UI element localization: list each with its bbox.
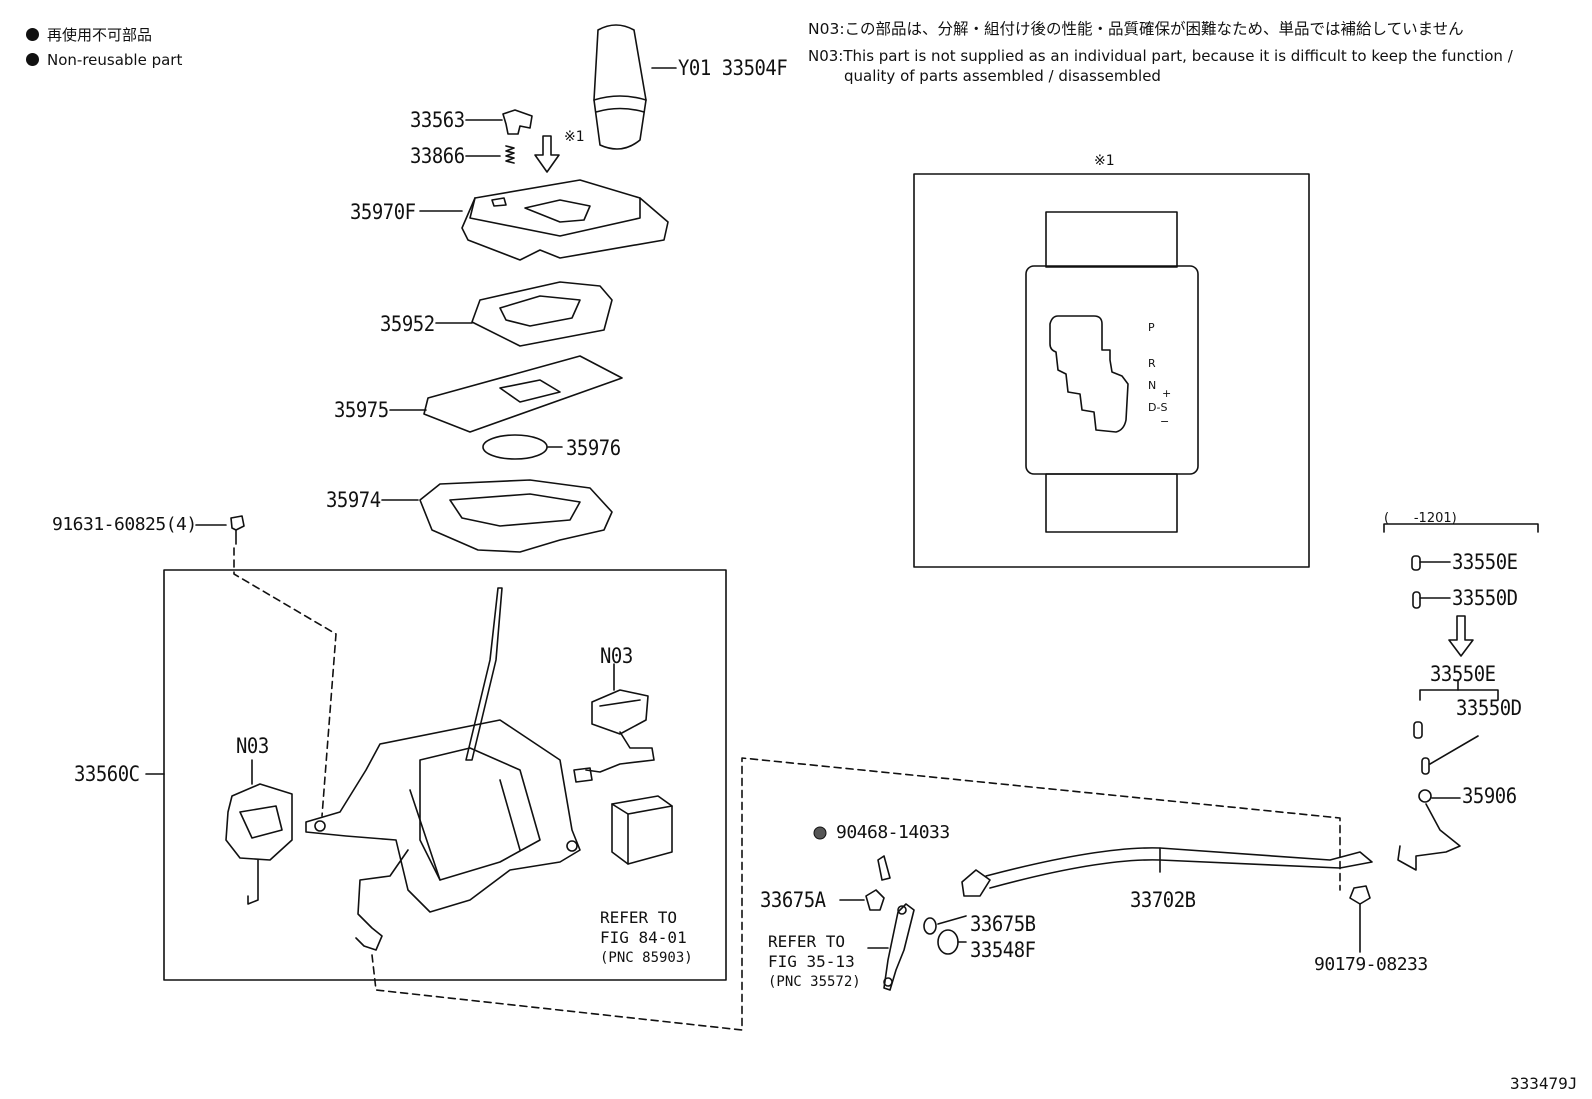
label-33866: 33866 — [410, 144, 465, 168]
gear-label-minus: − — [1160, 415, 1170, 428]
refer-fig-84-line1: REFER TO — [600, 908, 678, 927]
label-33504f: Y01 33504F — [678, 56, 788, 80]
shift-knob-illustration — [593, 24, 677, 150]
label-33550d-top: 33550D — [1452, 586, 1518, 610]
shift-lever-assembly-illustration — [305, 587, 581, 951]
gear-label-plus: + — [1162, 387, 1172, 400]
gear-label-n: N — [1148, 379, 1157, 392]
label-35976: 35976 — [566, 436, 621, 460]
refer-fig-84-01: REFER TO FIG 84-01 (PNC 85903) — [600, 908, 693, 968]
refer-fig-35-line2: FIG 35-13 — [768, 952, 855, 971]
refer-fig-35-line3: (PNC 35572) — [768, 974, 861, 990]
legend-english-text: Non-reusable part — [47, 51, 183, 69]
label-33675a: 33675A — [760, 888, 826, 912]
non-reusable-marker-icon — [813, 826, 827, 840]
label-ref-mark: ※1 — [564, 129, 585, 145]
label-35975: 35975 — [334, 398, 389, 422]
label-33563: 33563 — [410, 108, 465, 132]
disc-35976-illustration — [482, 434, 563, 460]
label-90179-08233: 90179-08233 — [1314, 954, 1428, 975]
figure-id: 333479J — [1510, 1074, 1578, 1093]
n03-left-component-illustration — [225, 759, 293, 905]
assembly-33560c-frame — [163, 569, 727, 981]
plate-35975-illustration — [389, 355, 623, 433]
legend-japanese-text: 再使用不可部品 — [47, 26, 153, 44]
label-35970f: 35970F — [350, 200, 416, 224]
legend-japanese: 再使用不可部品 — [26, 28, 152, 43]
shift-housing-35970f-illustration — [419, 179, 669, 261]
label-35906: 35906 — [1462, 784, 1517, 808]
spring-33866-illustration — [465, 145, 515, 164]
bezel-35974-illustration — [381, 479, 613, 553]
refer-fig-35-line1: REFER TO — [768, 932, 846, 951]
label-90468-14033: 90468-14033 — [836, 822, 950, 843]
non-reusable-dot-icon — [26, 28, 39, 41]
control-module-box-illustration — [611, 795, 673, 865]
label-33548f: 33548F — [970, 938, 1036, 962]
label-n03-right: N03 — [600, 644, 633, 668]
label-33675b: 33675B — [970, 912, 1036, 936]
label-35974: 35974 — [326, 488, 381, 512]
detail-box — [913, 173, 1310, 568]
label-35952: 35952 — [380, 312, 435, 336]
non-reusable-dot-icon — [26, 53, 39, 66]
refer-fig-84-line2: FIG 84-01 — [600, 928, 687, 947]
down-arrow-icon — [534, 135, 560, 173]
gear-label-r: R — [1148, 357, 1156, 370]
label-33550d: 33550D — [1456, 696, 1522, 720]
note-n03-japanese: N03:この部品は、分解・組付け後の性能・品質確保が困難なため、単品では補給して… — [808, 20, 1464, 38]
label-33702b: 33702B — [1130, 888, 1196, 912]
plate-35952-illustration — [435, 281, 613, 347]
refer-fig-84-line3: (PNC 85903) — [600, 950, 693, 966]
legend-english: Non-reusable part — [26, 53, 182, 68]
clip-33563-illustration — [465, 109, 533, 135]
note-n03-english-line2: quality of parts assembled / disassemble… — [844, 67, 1161, 85]
label-33550e: 33550E — [1430, 662, 1496, 686]
n03-right-component-illustration — [573, 663, 655, 783]
label-33560c: 33560C — [74, 762, 140, 786]
label-33550e-top: 33550E — [1452, 550, 1518, 574]
note-n03-english-line1: N03:This part is not supplied as an indi… — [808, 47, 1513, 65]
refer-fig-35-13: REFER TO FIG 35-13 (PNC 35572) — [768, 932, 861, 992]
label-n03-left: N03 — [236, 734, 269, 758]
bolt-91631-illustration — [195, 515, 245, 545]
gear-label-ds: D-S — [1148, 401, 1168, 414]
shift-rod-parts-illustration — [839, 847, 1373, 991]
label-91631-60825: 91631-60825(4) — [52, 514, 197, 535]
label-date-range: ( -1201) — [1384, 511, 1457, 526]
gear-label-p: P — [1148, 321, 1155, 334]
bulb-socket-illustrations — [1383, 523, 1539, 871]
detail-title: ※1 — [1094, 153, 1115, 169]
